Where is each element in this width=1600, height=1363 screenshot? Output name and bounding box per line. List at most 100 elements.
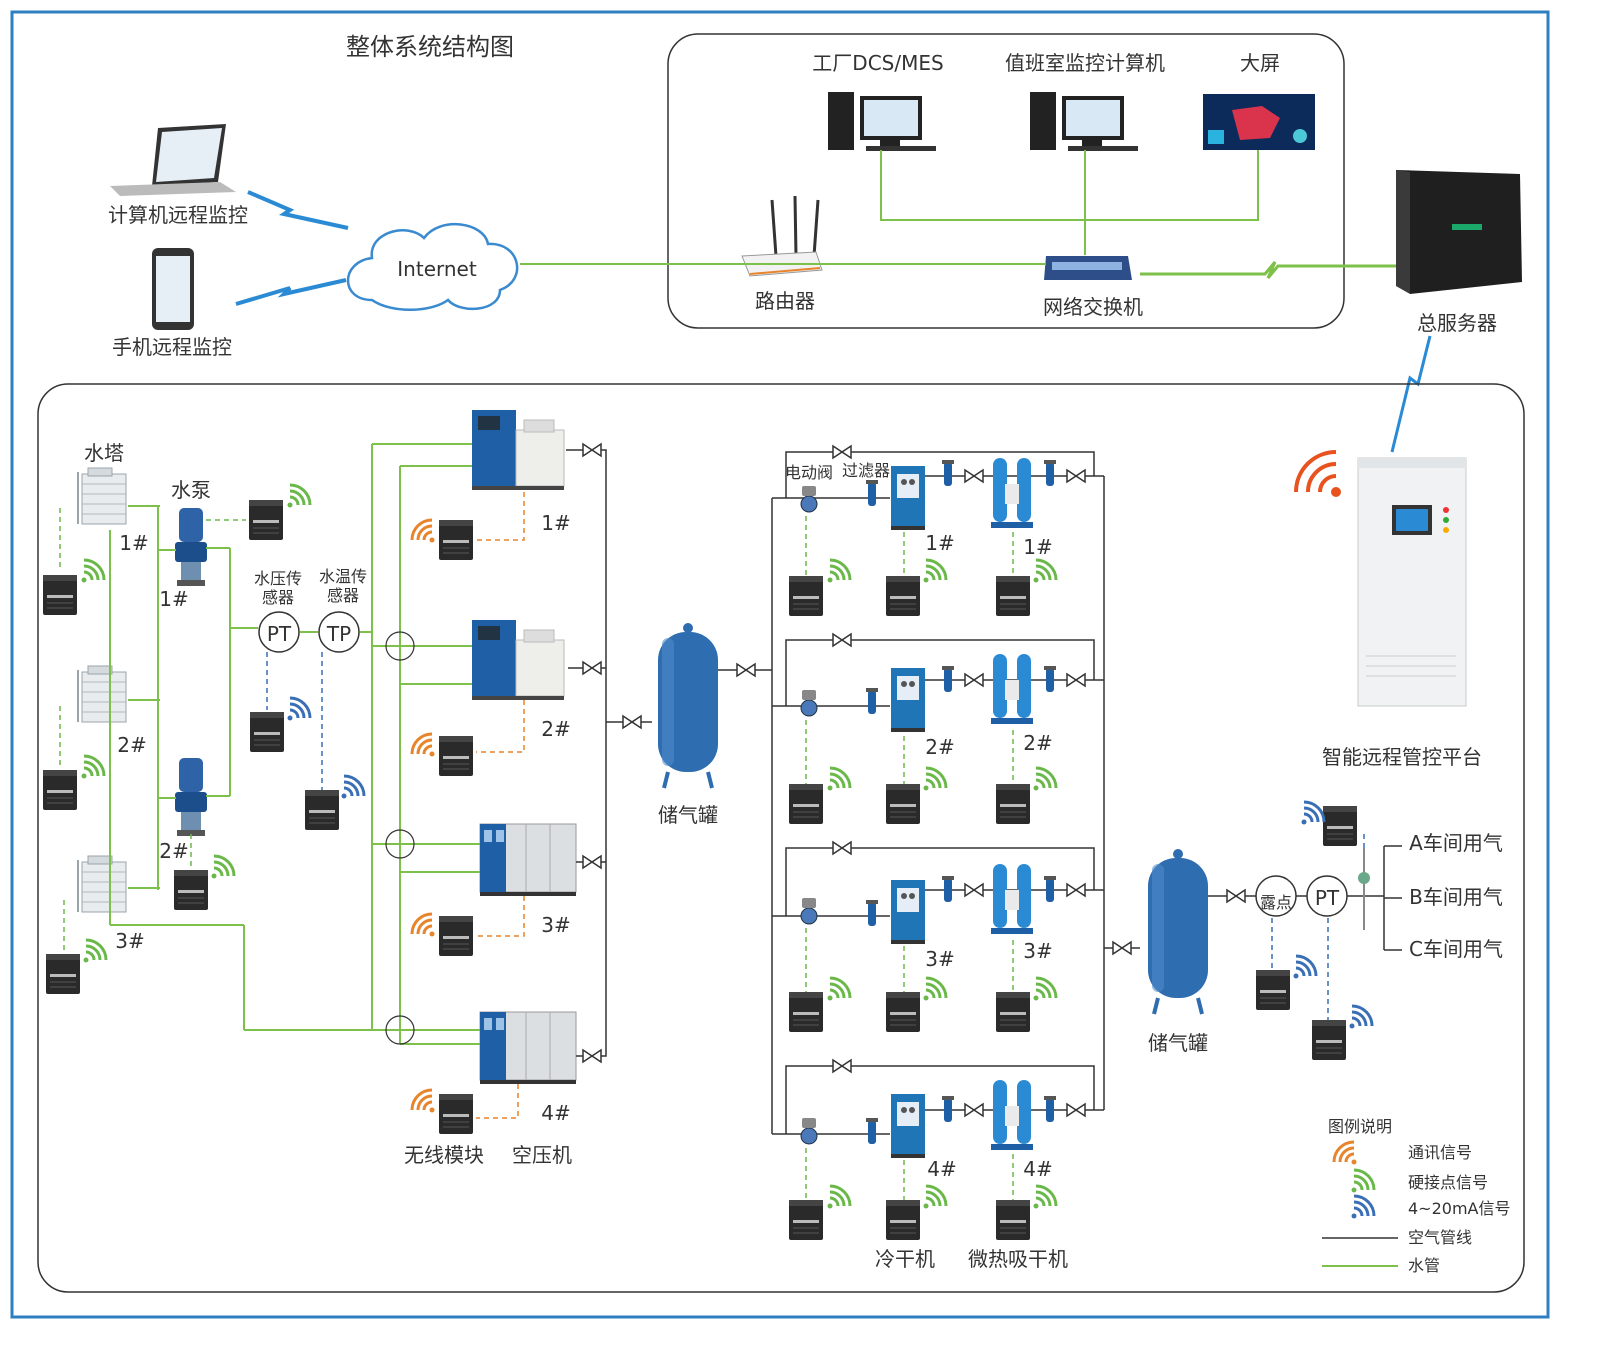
phone-icon <box>152 248 194 330</box>
wireless-module <box>42 769 78 811</box>
tank-2-label: 储气罐 <box>1148 1031 1208 1055</box>
dryer-air-pipes <box>771 451 1140 1135</box>
water-pipes <box>109 443 480 1045</box>
wireless-module <box>1322 805 1358 847</box>
hard-signal-icon <box>826 1184 852 1210</box>
valve-icon <box>622 715 642 729</box>
pump-1-num: 1# <box>159 587 188 611</box>
cold-dryer-2 <box>891 668 925 732</box>
pressure-sensor-label-2: 感器 <box>262 588 294 607</box>
heat-dryer-label: 微热吸干机 <box>968 1247 1068 1271</box>
server-label: 总服务器 <box>1417 311 1497 335</box>
platform-label: 智能远程管控平台 <box>1322 745 1482 769</box>
heat-dryer-3-num: 3# <box>1023 939 1052 963</box>
b-use-label: B车间用气 <box>1409 885 1503 909</box>
dryer-signal-lines <box>805 516 1014 1200</box>
heat-dryer-3 <box>991 864 1033 934</box>
big-screen-label: 大屏 <box>1240 51 1280 75</box>
wireless-module <box>438 519 474 561</box>
hard-signal-icon <box>82 938 108 964</box>
network-box <box>667 33 1345 329</box>
valve-icon <box>582 661 602 675</box>
compressor-air-pipes <box>566 449 652 1057</box>
dryer-row-1 <box>800 445 1086 530</box>
temp-sensor-label-2: 感器 <box>327 586 359 605</box>
filter-icon <box>942 876 954 902</box>
hard-signal-icon <box>826 976 852 1002</box>
air-compressor-3 <box>479 823 577 897</box>
analog-signal-icon <box>1292 954 1318 980</box>
wireless-module <box>438 735 474 777</box>
legend-air-label: 空气管线 <box>1408 1228 1472 1247</box>
filter-icon <box>1044 460 1056 486</box>
hard-signal-icon <box>210 854 236 880</box>
wireless-module <box>249 711 285 753</box>
cooling-tower-2 <box>77 665 127 723</box>
pc-remote-label: 计算机远程监控 <box>108 203 248 227</box>
hard-signal-icon <box>1032 976 1058 1002</box>
cold-dryer-label: 冷干机 <box>875 1247 935 1271</box>
pc-wireless-link <box>247 190 349 230</box>
wireless-module <box>995 575 1031 617</box>
wireless-module <box>248 499 284 541</box>
filter-icon <box>942 460 954 486</box>
dryer-row-3 <box>800 841 1086 944</box>
cold-dryer-3-num: 3# <box>925 947 954 971</box>
heat-dryer-4 <box>991 1080 1033 1150</box>
legend-hard-label: 硬接点信号 <box>1408 1173 1488 1192</box>
valve-icon <box>582 443 602 457</box>
legend-comm-label: 通讯信号 <box>1408 1143 1472 1162</box>
outlet-signal-lines <box>1271 830 1365 1020</box>
valve-icon <box>832 841 852 855</box>
tower-1-num: 1# <box>119 531 148 555</box>
platform-wireless-icon <box>1294 450 1341 497</box>
wireless-module <box>173 869 209 911</box>
valve-icon <box>964 673 984 687</box>
page-title: 整体系统结构图 <box>346 33 514 61</box>
water-pump-1 <box>175 508 207 586</box>
hard-signal-icon <box>922 558 948 584</box>
legend-analog-label: 4~20mA信号 <box>1408 1199 1510 1218</box>
plant-box <box>37 383 1525 1293</box>
internet-cloud <box>346 223 519 311</box>
hard-signal-icon <box>80 754 106 780</box>
cold-dryer-1-num: 1# <box>925 531 954 555</box>
filter-icon <box>1044 876 1056 902</box>
outlet-pressure-sensor <box>1306 875 1348 917</box>
wireless-module <box>995 783 1031 825</box>
valve-icon <box>832 445 852 459</box>
comm-signal-icon <box>410 912 436 938</box>
filter-icon <box>1044 666 1056 692</box>
compressor-3-num: 3# <box>541 913 570 937</box>
valve-icon <box>964 883 984 897</box>
hard-signal-icon <box>922 1184 948 1210</box>
filter-icon <box>942 666 954 692</box>
hard-signal-icon <box>286 483 312 509</box>
filter-icon <box>942 1096 954 1122</box>
analog-signal-icon <box>1348 1004 1374 1030</box>
wireless-module <box>42 574 78 616</box>
electric-valve-icon <box>800 897 818 925</box>
comm-signal-icon <box>410 1088 436 1114</box>
wireless-module <box>885 783 921 825</box>
legend-comm-icon <box>1332 1140 1358 1166</box>
electric-valve-label: 电动阀 <box>785 463 833 482</box>
hard-signal-icon <box>1032 1184 1058 1210</box>
filter-label: 过滤器 <box>842 461 890 480</box>
legend-hard-icon <box>1350 1168 1376 1194</box>
temp-sensor-tag: TP <box>326 622 351 646</box>
wireless-module <box>788 991 824 1033</box>
router-label: 路由器 <box>755 289 815 313</box>
heat-dryer-1-num: 1# <box>1023 535 1052 559</box>
heat-dryer-2 <box>991 654 1033 724</box>
switch-label: 网络交换机 <box>1043 295 1143 319</box>
temp-sensor <box>318 611 360 653</box>
heat-dryer-2-num: 2# <box>1023 731 1052 755</box>
pump-2-num: 2# <box>159 839 188 863</box>
wireless-module <box>885 1199 921 1241</box>
analog-signal-icon <box>340 774 366 800</box>
duty-pc-label: 值班室监控计算机 <box>1005 51 1165 75</box>
tower-label: 水塔 <box>84 441 124 465</box>
valve-icon <box>964 1103 984 1117</box>
